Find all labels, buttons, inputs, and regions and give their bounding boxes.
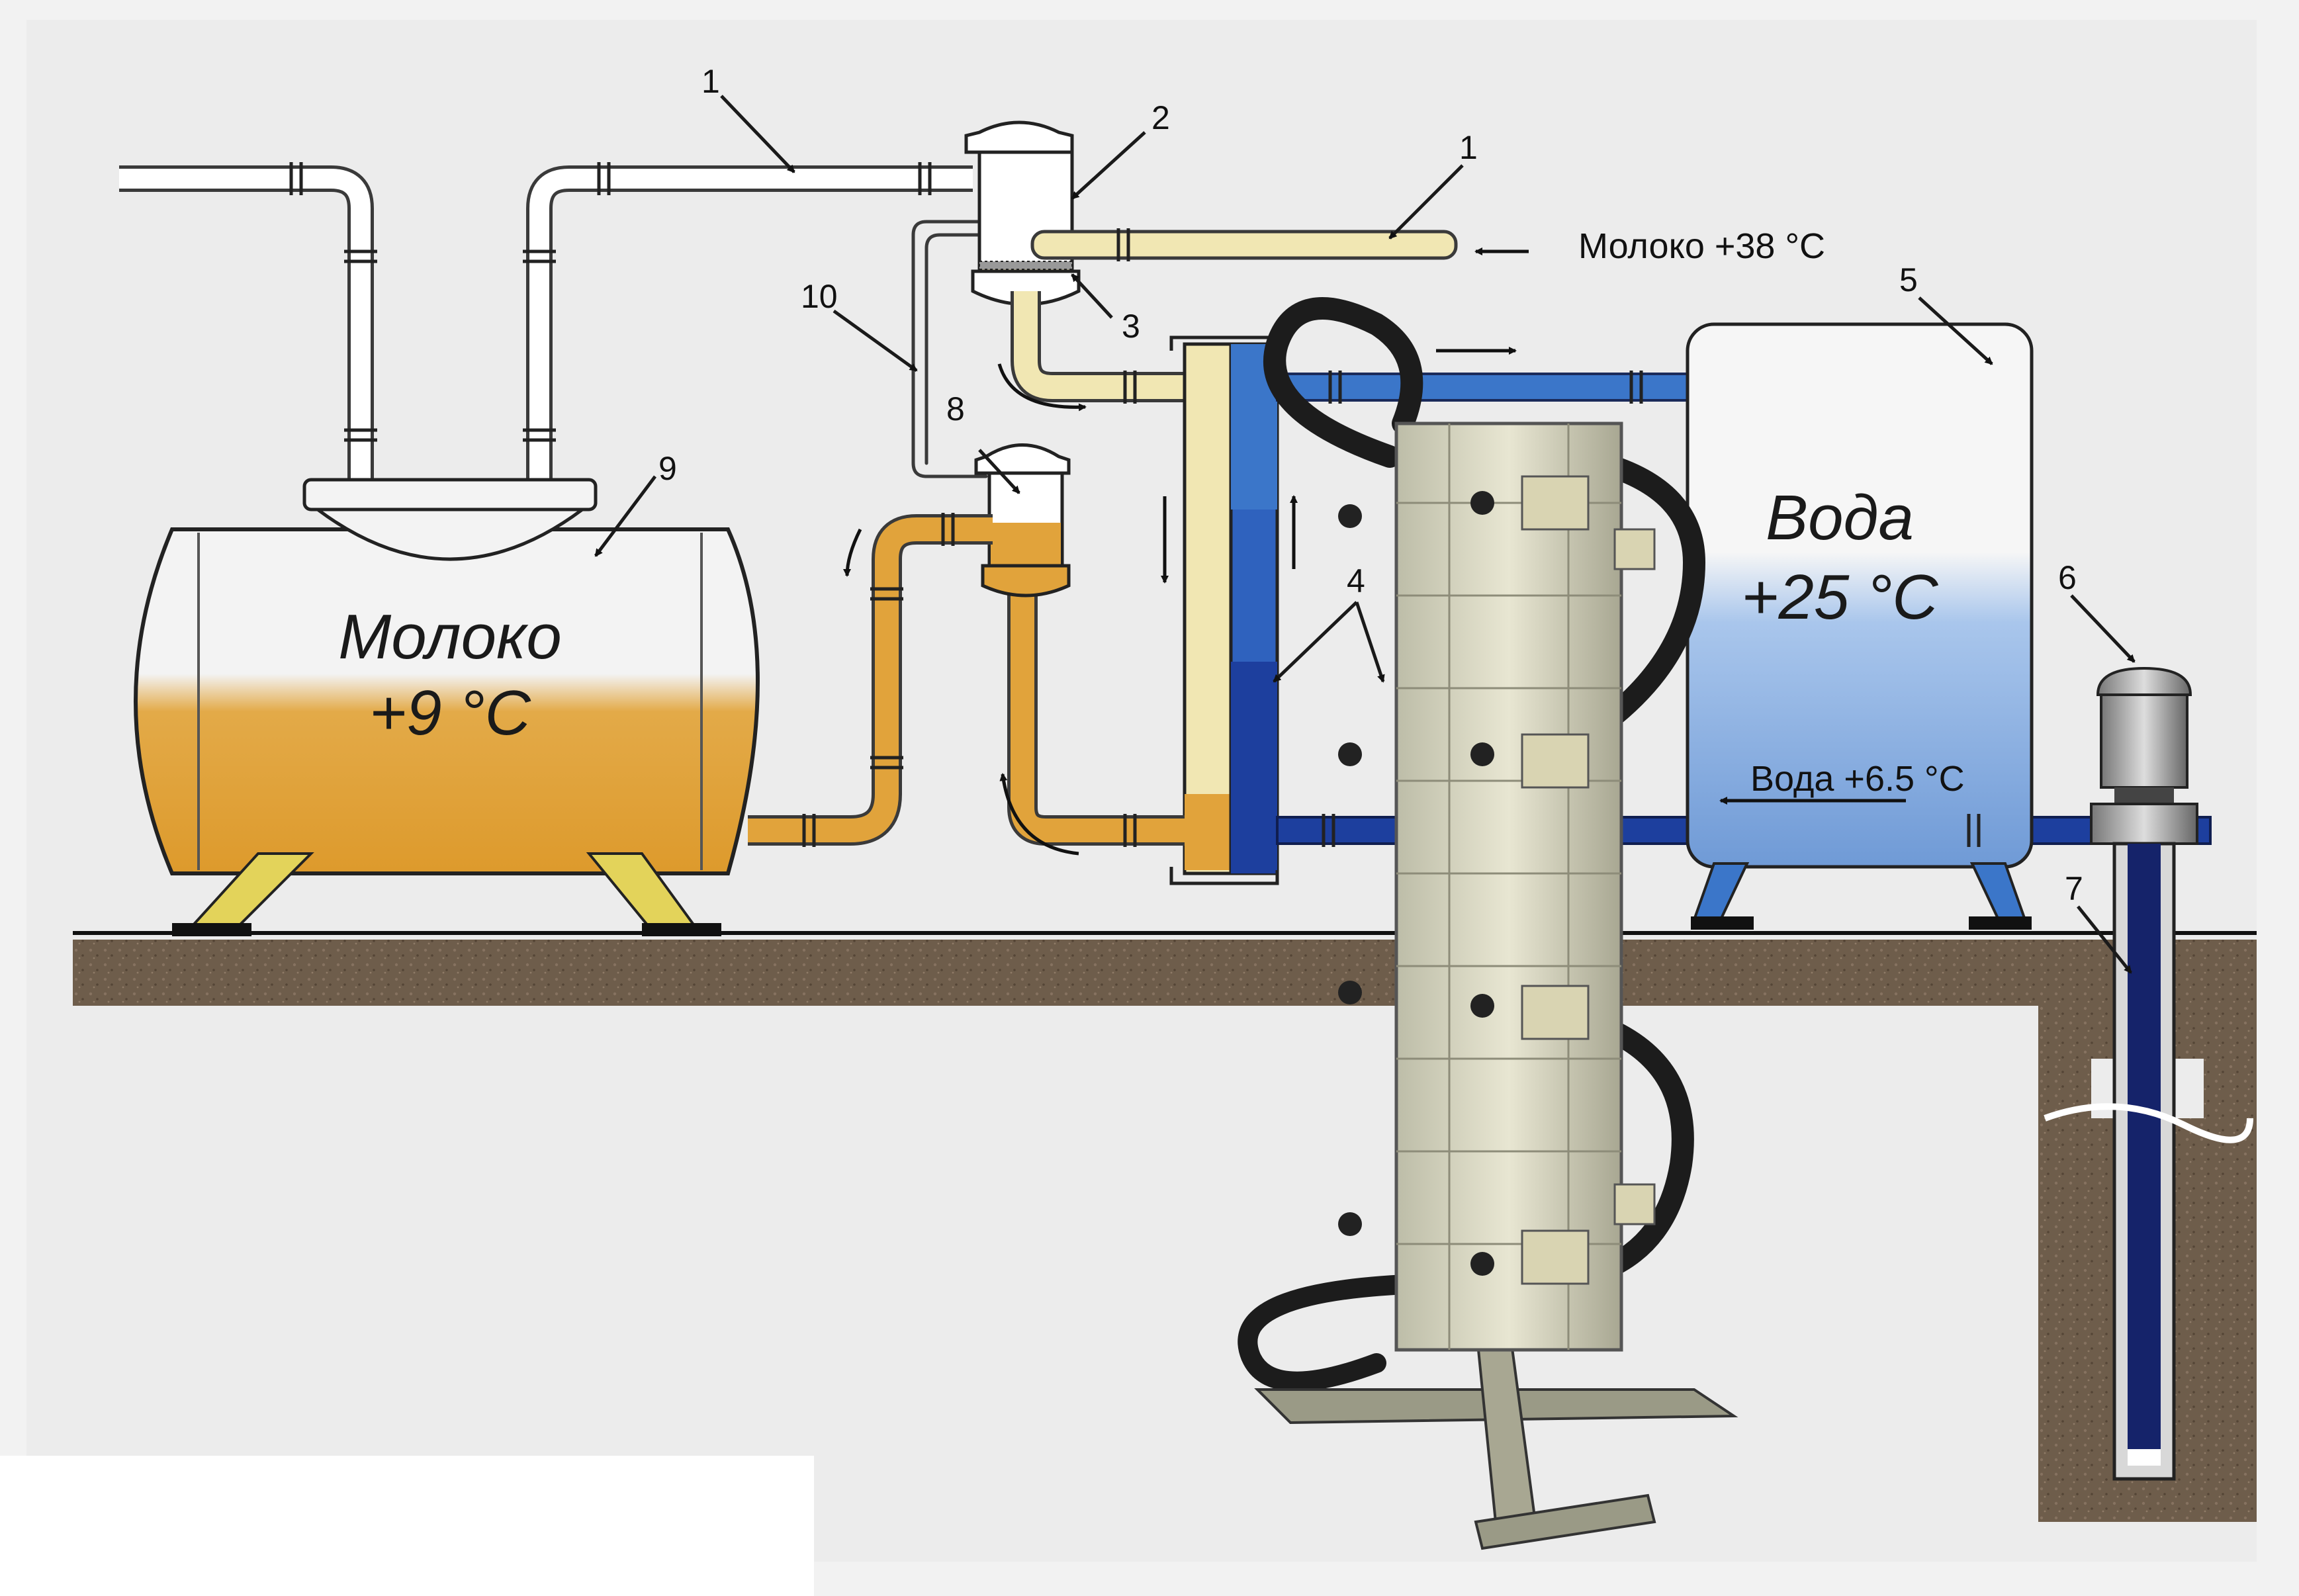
flow-arrows xyxy=(843,247,1906,856)
callout-vacuum-line: 10 xyxy=(801,278,838,315)
milk-receiver xyxy=(964,120,1081,306)
water-inlet-label: Вода +6.5 °C xyxy=(1750,759,1965,799)
callout-well: 7 xyxy=(2065,870,2083,907)
milk-tank-temperature: +9 °C xyxy=(369,678,531,748)
milk-tank-pipe xyxy=(748,513,993,847)
warm-milk-pipe xyxy=(1011,291,1191,404)
callout-milk-tank: 9 xyxy=(658,450,677,487)
buffer-vessel xyxy=(974,443,1071,598)
filter xyxy=(979,261,1073,270)
pump xyxy=(2090,666,2198,845)
water-tank-name: Вода xyxy=(1766,482,1914,553)
milk-tank xyxy=(134,478,760,936)
callout-heat-exchanger: 4 xyxy=(1347,562,1365,599)
leader-lines xyxy=(594,95,2136,974)
vacuum-line xyxy=(911,220,988,478)
milk-inlet-pipe xyxy=(1030,228,1458,261)
callout-water-tank: 5 xyxy=(1899,261,1918,298)
callout-buffer-vessel: 8 xyxy=(946,390,965,427)
plate-heat-exchanger xyxy=(1238,297,1738,1550)
milk-inlet-label: Молоко +38 °C xyxy=(1578,226,1825,266)
blank-corner xyxy=(0,1456,814,1596)
callout-pipe-right: 1 xyxy=(1459,129,1478,166)
callout-pipe-left: 1 xyxy=(701,63,720,100)
cool-milk-pipe xyxy=(1007,582,1185,847)
callout-pump: 6 xyxy=(2058,559,2077,596)
callout-receiver: 2 xyxy=(1151,99,1170,136)
exchanger-schematic xyxy=(1169,335,1279,885)
milk-pipe-left xyxy=(119,162,973,483)
warm-water-pipe xyxy=(1276,371,1702,404)
callout-filter: 3 xyxy=(1122,308,1140,345)
water-tank-temperature: +25 °C xyxy=(1741,562,1938,633)
milk-tank-name: Молоко xyxy=(338,601,562,672)
well xyxy=(2044,842,2253,1481)
